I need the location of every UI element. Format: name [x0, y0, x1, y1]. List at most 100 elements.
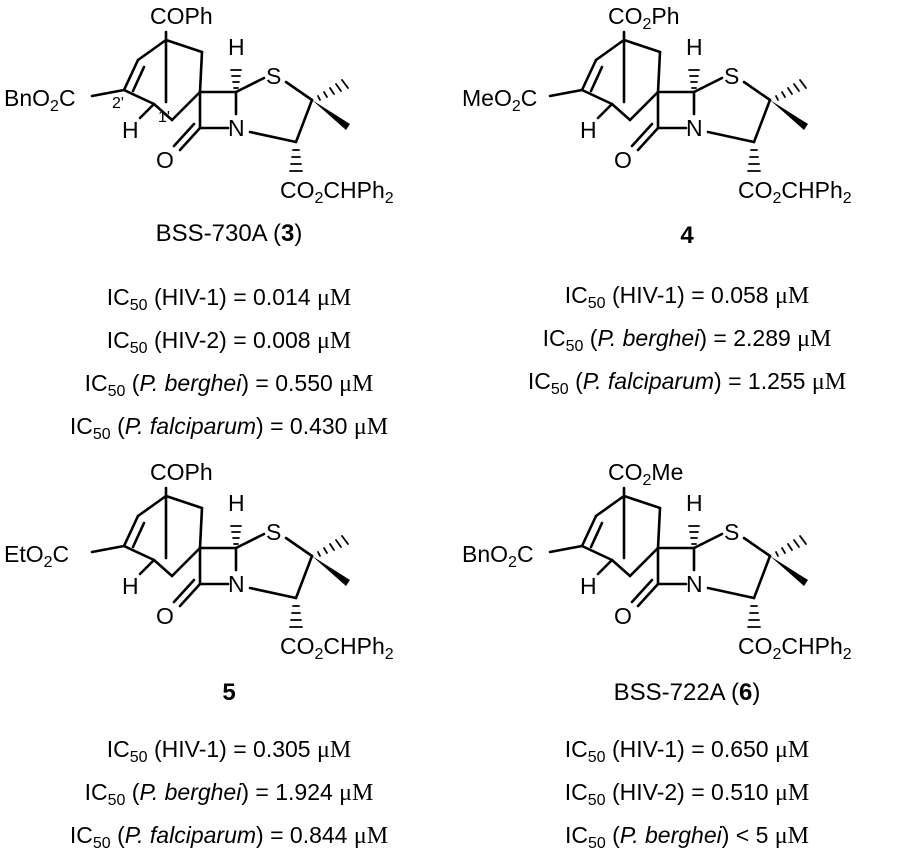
h-bond [138, 102, 156, 120]
activity-target: HIV-1 [161, 736, 220, 762]
thiazolidine-bond [692, 532, 724, 550]
compound-number: 3 [281, 220, 295, 247]
hashed-ester-bond [747, 605, 761, 628]
thiazolidine-bond [234, 532, 266, 550]
carbonyl-o: O [614, 603, 632, 629]
thiazolidine-bond [752, 98, 772, 144]
compound-name-suffix: ) [752, 679, 761, 706]
ring-bond [136, 38, 168, 62]
nitrogen-atom: N [686, 571, 703, 597]
ring-bond [628, 546, 660, 578]
activity-target: P. berghei [139, 370, 242, 396]
thiazolidine-bond [234, 76, 266, 94]
activity-target: HIV-2 [161, 327, 220, 353]
hashed-methyl [775, 535, 807, 557]
ring-bond [622, 38, 662, 54]
carbonyl-bond-2 [630, 122, 654, 148]
compound-panel-4: CO2Ph MeO2C H O N [458, 0, 916, 426]
left-ester-label: EtO2C [4, 541, 69, 571]
locant-1prime: 1' [158, 109, 170, 126]
bridgehead-h: H [580, 573, 597, 599]
activity-line: IC50 (P. berghei) < 5 μM [564, 822, 810, 852]
activity-target: P. berghei [139, 779, 242, 805]
double-bond-inner [589, 521, 604, 549]
activity-unit: μM [353, 414, 389, 440]
activity-line: IC50 (P. berghei) = 0.550 μM [84, 370, 374, 400]
molecule-structure: COPh BnO2C H 2' 1' O N [4, 3, 394, 207]
thiazolidine-bond [742, 536, 772, 558]
compound-number: 5 [222, 679, 236, 706]
top-substituent-label: COPh [150, 3, 213, 29]
h-bond [596, 558, 614, 576]
activity-unit: μM [353, 823, 389, 849]
activity-target: HIV-2 [619, 779, 678, 805]
ester-bond [548, 544, 584, 554]
nitrogen-atom: N [686, 115, 703, 141]
left-ester-label: BnO2C [462, 541, 534, 571]
right-ester-label: CO2CHPh2 [738, 633, 852, 663]
activity-target: P. berghei [597, 325, 700, 351]
lactam-h: H [228, 490, 245, 516]
carbonyl-o: O [156, 147, 174, 173]
right-ester-label: CO2CHPh2 [738, 177, 852, 207]
activity-line: IC50 (HIV-2) = 0.510 μM [564, 779, 810, 809]
top-substituent-label: CO2Ph [608, 3, 680, 33]
ring-bond [610, 102, 632, 122]
carbonyl-bond [178, 582, 202, 608]
hashed-h-bond [688, 525, 700, 545]
hashed-ester-bond [747, 149, 761, 172]
carbonyl-bond [636, 126, 660, 152]
hashed-methyl [775, 79, 807, 101]
molecule-structure: COPh EtO2C H O N [4, 459, 394, 663]
activity-unit: μM [317, 285, 352, 311]
lactam-h: H [686, 490, 703, 516]
ring-bond [122, 88, 156, 106]
thiazolidine-bond [294, 98, 314, 144]
thiazolidine-bond [706, 130, 756, 144]
right-ester-label: CO2CHPh2 [280, 177, 394, 207]
thiazolidine-bond [284, 80, 314, 102]
hashed-methyl [317, 535, 349, 557]
activity-target: HIV-1 [619, 282, 678, 308]
double-bond-inner [131, 521, 146, 549]
activity-line: IC50 (HIV-1) = 0.014 μM [106, 284, 352, 314]
thiazolidine-bond [248, 586, 298, 600]
compound-name-prefix: BSS-730A ( [155, 220, 282, 247]
activity-line: IC50 (P. berghei) = 2.289 μM [542, 325, 832, 355]
top-substituent-label: CO2Me [608, 459, 683, 489]
compound-name-prefix: BSS-722A ( [613, 679, 740, 706]
molecule-structure: CO2Me BnO2C H O N [462, 459, 852, 663]
hashed-methyl [317, 79, 349, 101]
activity-unit: μM [797, 326, 832, 352]
ring-bond [594, 494, 626, 518]
h-bond [596, 102, 614, 120]
left-ester-label: BnO2C [4, 85, 76, 115]
wedge-methyl [770, 556, 808, 586]
ring-bond [152, 102, 174, 122]
ring-bond [594, 38, 626, 62]
carbonyl-o: O [614, 147, 632, 173]
double-bond-inner [589, 65, 604, 93]
hashed-h-bond [688, 69, 700, 89]
activity-target: P. falciparum [124, 413, 257, 439]
ester-bond [90, 88, 126, 98]
compound-name: BSS-730A (3) [0, 220, 458, 248]
nitrogen-atom: N [228, 115, 245, 141]
activity-unit: μM [775, 737, 810, 763]
activity-unit: μM [775, 780, 810, 806]
compound-number: 6 [739, 679, 753, 706]
activity-target: P. berghei [619, 822, 722, 848]
ring-bond [628, 90, 660, 122]
activity-line: IC50 (P. falciparum) = 1.255 μM [527, 368, 847, 398]
molecule-structure: CO2Ph MeO2C H O N [462, 3, 852, 207]
sulfur-atom: S [724, 519, 739, 545]
hashed-h-bond [230, 525, 242, 545]
compound-name: 5 [0, 679, 458, 707]
ring-bond [580, 58, 598, 92]
activity-target: P. falciparum [582, 368, 715, 394]
right-ester-label: CO2CHPh2 [280, 633, 394, 663]
ester-bond [90, 544, 126, 554]
lactam-h: H [228, 34, 245, 60]
